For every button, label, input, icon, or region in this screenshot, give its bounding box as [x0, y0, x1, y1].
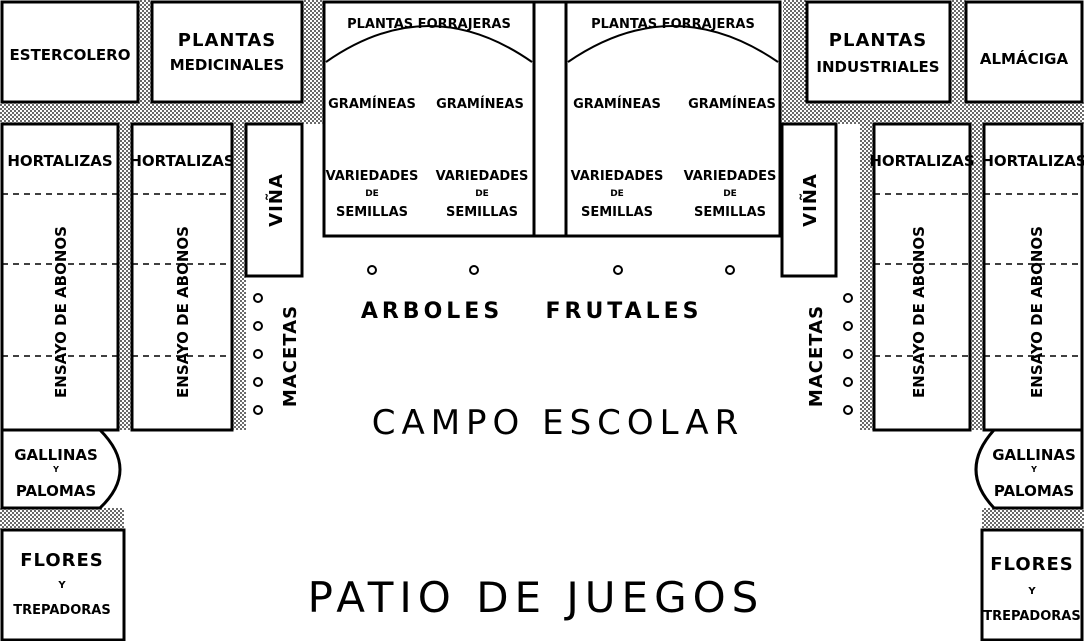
forrajeras-right-block: [564, 0, 782, 238]
variedades-label-4c: SEMILLAS: [694, 205, 766, 220]
ensayo-label-4: ENSAYO DE ABONOS: [1028, 226, 1046, 398]
arboles-label: ARBOLES: [361, 299, 503, 324]
variedades-label-1a: VARIEDADES: [326, 169, 419, 184]
ensayo-label-1: ENSAYO DE ABONOS: [52, 226, 70, 398]
graminea-label-3: GRAMÍNEAS: [573, 96, 661, 112]
hortalizas-left-2: [130, 122, 234, 432]
flores-right-bed: [980, 528, 1084, 641]
flores-left-label: FLORES: [20, 550, 104, 571]
gallinas-left-label: GALLINAS: [14, 446, 98, 464]
macetas-right: [843, 293, 853, 415]
palomas-left-label: PALOMAS: [16, 482, 96, 500]
flores-right-label: FLORES: [990, 554, 1074, 575]
macetas-left: [253, 293, 263, 415]
industriales-label-2: INDUSTRIALES: [816, 58, 939, 76]
forrajeras-right-label: PLANTAS FORRAJERAS: [591, 17, 755, 32]
vina-left-label: VIÑA: [264, 173, 287, 227]
gallinas-left-enclosure: [0, 428, 122, 510]
hortalizas-right-1: [872, 122, 972, 432]
graminea-label-1: GRAMÍNEAS: [328, 96, 416, 112]
gallinas-left-y: Y: [52, 465, 59, 474]
forrajeras-left-block: [322, 0, 536, 238]
hortalizas-right-2: [982, 122, 1084, 432]
trepadoras-left-label: TREPADORAS: [13, 603, 110, 618]
vina-left-bed: [244, 122, 304, 278]
hortalizas-label-4: HORTALIZAS: [981, 152, 1084, 170]
medicinales-bed: [150, 0, 304, 104]
medicinales-label-2: MEDICINALES: [170, 56, 285, 74]
almaciga-bed: [964, 0, 1084, 104]
variedades-label-1b: DE: [365, 189, 379, 199]
variedades-label-3a: VARIEDADES: [571, 169, 664, 184]
forrajeras-left-label: PLANTAS FORRAJERAS: [347, 17, 511, 32]
variedades-label-4a: VARIEDADES: [684, 169, 777, 184]
macetas-right-label: MACETAS: [806, 305, 827, 407]
hortalizas-label-3: HORTALIZAS: [869, 152, 974, 170]
variedades-label-2b: DE: [475, 189, 489, 199]
vina-right-label: VIÑA: [798, 173, 821, 227]
flores-right-y: Y: [1027, 586, 1036, 597]
frutales-label: FRUTALES: [545, 299, 702, 324]
variedades-label-3b: DE: [610, 189, 624, 199]
hortalizas-label-1: HORTALIZAS: [7, 152, 112, 170]
palomas-right-label: PALOMAS: [994, 482, 1074, 500]
graminea-label-2: GRAMÍNEAS: [436, 96, 524, 112]
industriales-label-1: PLANTAS: [829, 30, 927, 51]
graminea-label-4: GRAMÍNEAS: [688, 96, 776, 112]
hortalizas-label-2: HORTALIZAS: [129, 152, 234, 170]
almaciga-label: ALMÁCIGA: [980, 49, 1069, 68]
ensayo-label-3: ENSAYO DE ABONOS: [910, 226, 928, 398]
central-divider: [532, 0, 568, 238]
estercolero-bed: [0, 0, 140, 104]
variedades-label-2c: SEMILLAS: [446, 205, 518, 220]
macetas-left-label: MACETAS: [280, 305, 301, 407]
fruit-trees: [367, 265, 735, 275]
gallinas-right-enclosure: [974, 428, 1084, 510]
estercolero-label: ESTERCOLERO: [10, 46, 131, 64]
industriales-bed: [805, 0, 952, 104]
variedades-label-1c: SEMILLAS: [336, 205, 408, 220]
flores-left-y: Y: [57, 580, 66, 591]
variedades-label-4b: DE: [723, 189, 737, 199]
vina-right-bed: [780, 122, 838, 278]
hortalizas-left-1: [0, 122, 120, 432]
gallinas-right-y: Y: [1030, 465, 1037, 474]
variedades-label-3c: SEMILLAS: [581, 205, 653, 220]
gallinas-right-label: GALLINAS: [992, 446, 1076, 464]
trepadoras-right-label: TREPADORAS: [983, 609, 1080, 624]
flores-left-bed: [0, 528, 126, 641]
campo-escolar-label: CAMPO ESCOLAR: [372, 403, 745, 443]
variedades-label-2a: VARIEDADES: [436, 169, 529, 184]
patio-de-juegos-label: PATIO DE JUEGOS: [308, 573, 765, 622]
medicinales-label-1: PLANTAS: [178, 30, 276, 51]
ensayo-label-2: ENSAYO DE ABONOS: [174, 226, 192, 398]
